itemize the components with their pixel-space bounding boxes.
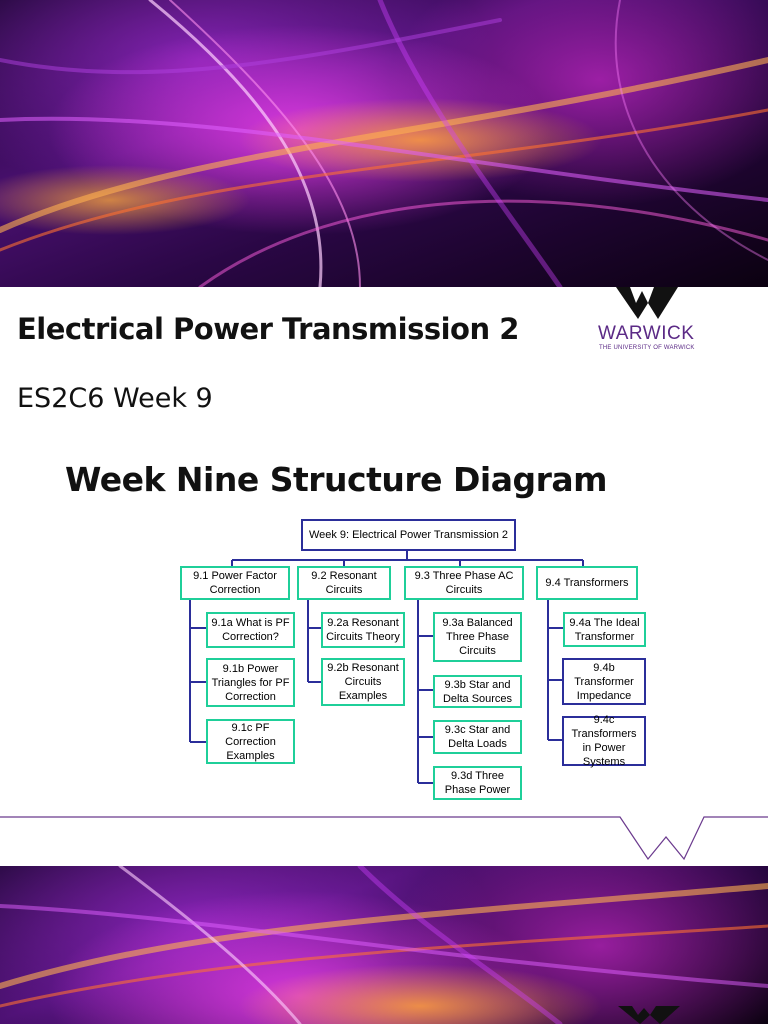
- topic-node-9-3d: 9.3d Three Phase Power: [433, 766, 522, 800]
- header-banner-image: [0, 0, 768, 287]
- course-code: ES2C6 Week 9: [17, 383, 213, 414]
- section-node-9-1: 9.1 Power Factor Correction: [180, 566, 290, 600]
- topic-node-9-1c: 9.1c PF Correction Examples: [206, 719, 295, 764]
- topic-node-9-2a: 9.2a Resonant Circuits Theory: [321, 612, 405, 648]
- topic-node-9-4c: 9.4c Transformers in Power Systems: [562, 714, 646, 768]
- section-node-9-4: 9.4 Transformers: [536, 566, 638, 600]
- topic-node-9-2b: 9.2b Resonant Circuits Examples: [321, 658, 405, 706]
- warwick-w-mark-icon: [616, 287, 678, 319]
- footer-banner-image: [0, 866, 768, 1024]
- section-node-9-2: 9.2 Resonant Circuits: [297, 566, 391, 600]
- topic-node-9-3b: 9.3b Star and Delta Sources: [433, 675, 522, 708]
- logo-tagline: THE UNIVERSITY OF WARWICK: [599, 345, 695, 351]
- logo-wordmark: WARWICK: [598, 323, 695, 344]
- diagram-heading: Week Nine Structure Diagram: [65, 460, 608, 499]
- topic-node-9-1a: 9.1a What is PF Correction?: [206, 612, 295, 648]
- footer-w-mark-icon: [618, 1006, 680, 1024]
- section-node-9-3: 9.3 Three Phase AC Circuits: [404, 566, 524, 600]
- page-title: Electrical Power Transmission 2: [17, 312, 519, 346]
- footer-divider: [0, 816, 768, 861]
- diagram-root-node: Week 9: Electrical Power Transmission 2: [301, 519, 516, 551]
- topic-node-9-3a: 9.3a Balanced Three Phase Circuits: [433, 612, 522, 662]
- topic-node-9-4a: 9.4a The Ideal Transformer: [563, 612, 646, 647]
- topic-node-9-3c: 9.3c Star and Delta Loads: [433, 720, 522, 754]
- topic-node-9-4b: 9.4b Transformer Impedance: [562, 658, 646, 705]
- topic-node-9-1b: 9.1b Power Triangles for PF Correction: [206, 658, 295, 707]
